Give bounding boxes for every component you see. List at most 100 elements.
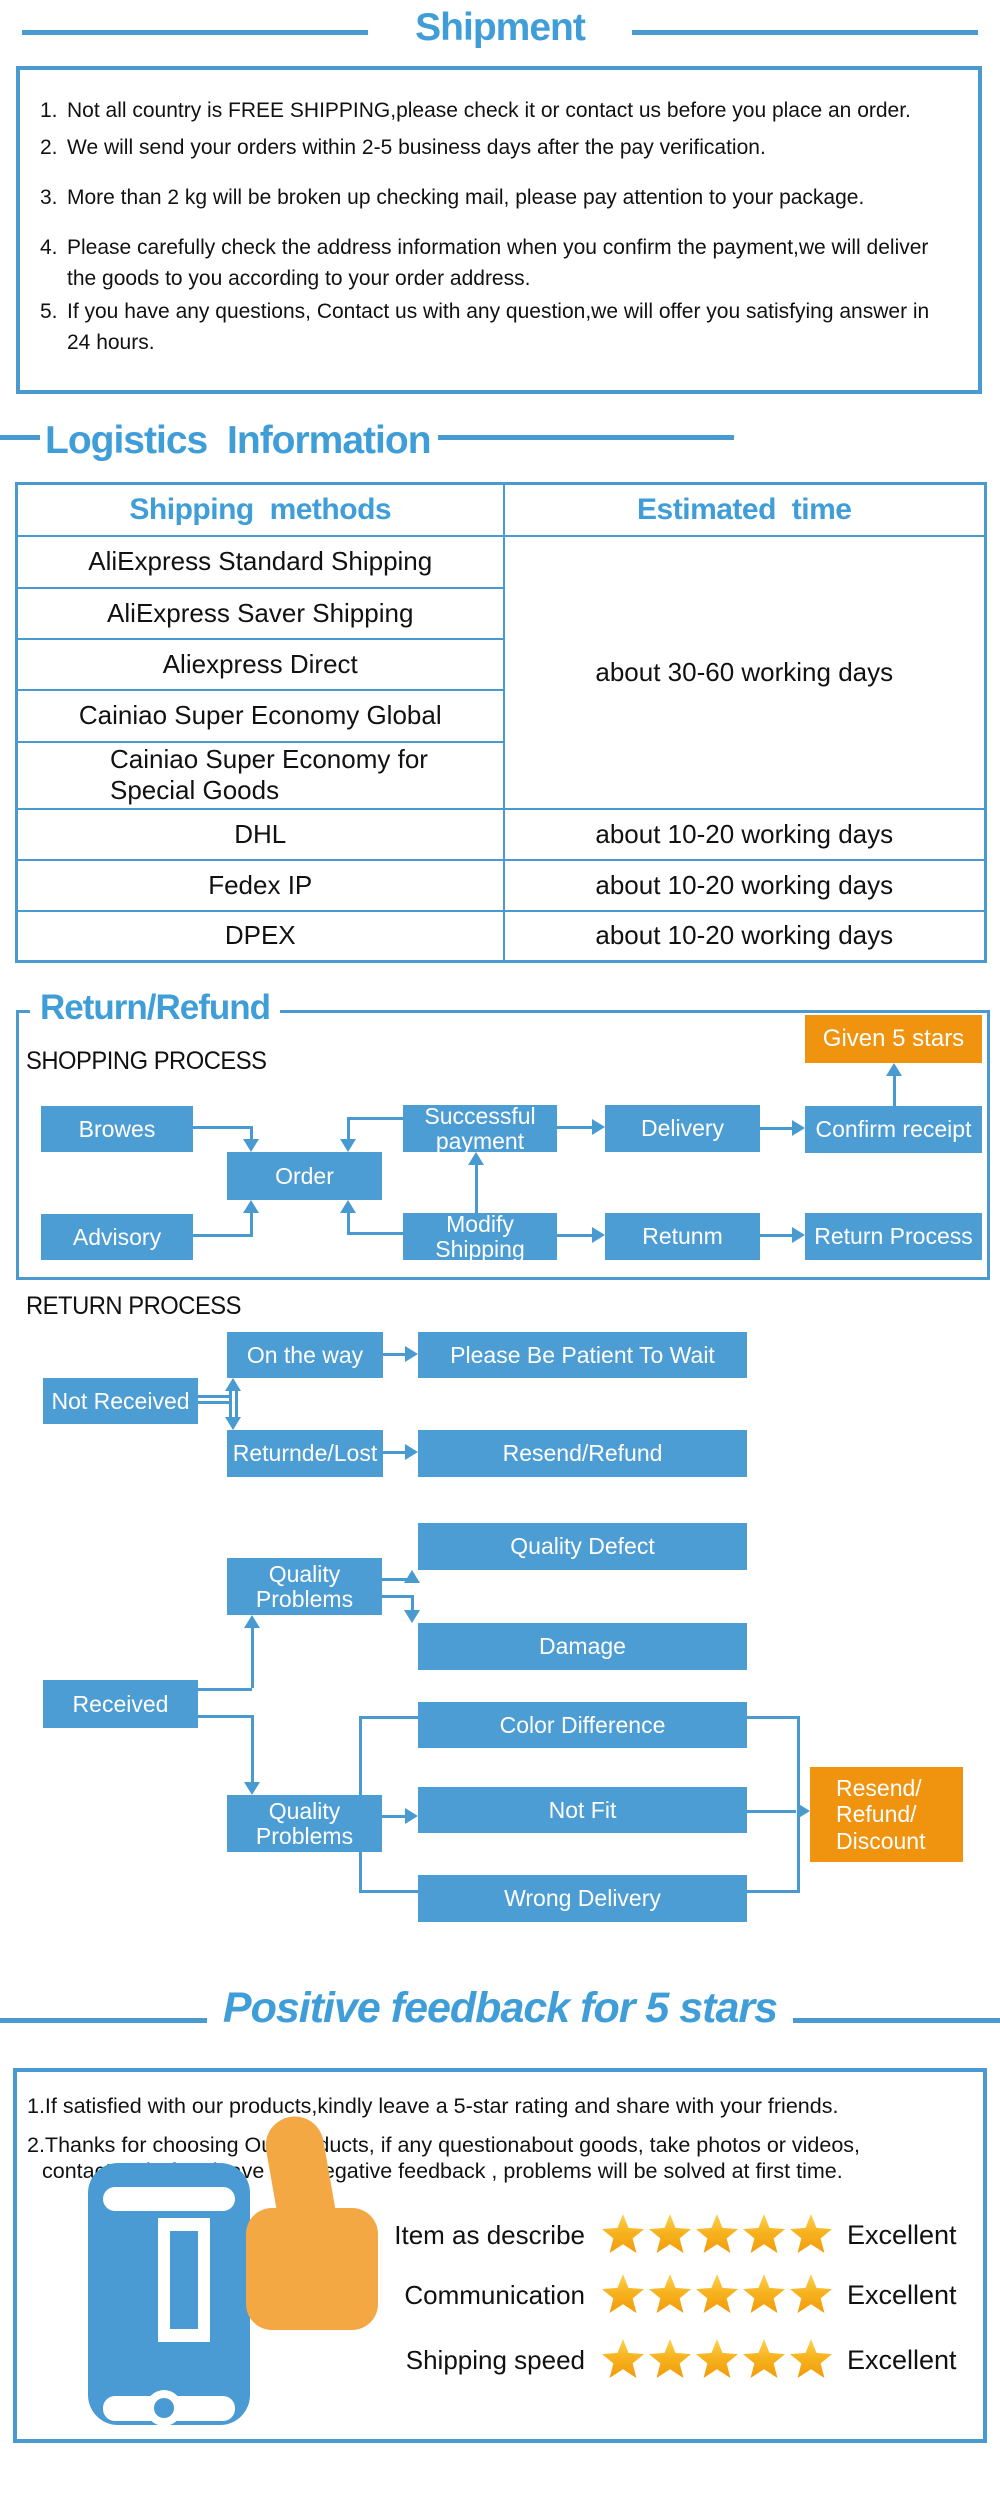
flow-node-damage: Damage — [418, 1623, 747, 1670]
estimated-time-cell: about 10-20 working days — [502, 858, 987, 912]
return-refund-title: Return/Refund — [30, 986, 281, 1030]
connector-line — [347, 1117, 350, 1140]
arrowhead-up — [886, 1063, 902, 1076]
arrowhead-right — [792, 1120, 805, 1136]
star-icon — [790, 2274, 832, 2314]
arrowhead-down — [243, 1139, 259, 1152]
shipment-item-number: 4. — [40, 236, 58, 259]
arrowhead-right — [797, 1803, 810, 1819]
star-icon — [696, 2274, 738, 2314]
shipment-item: 2. We will send your orders within 2-5 b… — [40, 132, 958, 163]
flow-node-please-wait: Please Be Patient To Wait — [418, 1332, 747, 1378]
rating-value: Excellent — [847, 2280, 957, 2310]
connector-line — [557, 1126, 593, 1129]
flow-node-quality-problems-bottom: Quality Problems — [227, 1795, 382, 1852]
star-icon — [602, 2214, 644, 2254]
arrowhead-right — [592, 1227, 605, 1243]
star-icon — [790, 2214, 832, 2254]
arrowhead-right — [405, 1808, 418, 1824]
arrowhead-up — [404, 1570, 420, 1583]
table-row: AliExpress Standard Shipping about 30-60… — [15, 534, 987, 810]
connector-line — [747, 1890, 797, 1893]
connector-line — [475, 1165, 478, 1213]
star-icon — [602, 2274, 644, 2314]
star-icon — [743, 2214, 785, 2254]
shipping-method-cell: DPEX — [15, 909, 505, 963]
rating-label: Item as describe — [394, 2220, 585, 2250]
star-rating-row — [602, 2337, 842, 2383]
table-row: AliExpress Saver Shipping — [15, 586, 986, 640]
rating-label: Communication — [404, 2280, 585, 2310]
star-icon — [743, 2274, 785, 2314]
shipment-item: 1. Not all country is FREE SHIPPING,plea… — [40, 95, 958, 126]
flow-node-modify-shipping: Modify Shipping — [403, 1212, 557, 1261]
feedback-title-line-right — [793, 2018, 1000, 2023]
phone-screen-inner — [170, 2231, 198, 2329]
shipment-title-line-left — [22, 30, 368, 35]
flow-node-advisory: Advisory — [41, 1214, 193, 1260]
shipment-item-number: 5. — [40, 300, 58, 323]
flow-node-not-fit: Not Fit — [418, 1787, 747, 1833]
feedback-title-line-left — [0, 2018, 207, 2023]
connector-line — [250, 1126, 253, 1140]
thumbs-up-fist — [246, 2208, 378, 2330]
logistics-table: Shipping methods Estimated time AliExpre… — [15, 482, 987, 963]
shipment-item: 4. Please carefully check the address in… — [40, 232, 958, 294]
table-row: Fedex IP about 10-20 working days — [15, 858, 987, 912]
flow-node-given-5-stars: Given 5 stars — [805, 1015, 982, 1063]
table-row: Cainiao Super Economy Global — [15, 688, 986, 743]
connector-line — [382, 1578, 414, 1581]
connector-line — [760, 1127, 793, 1130]
connector-line — [760, 1234, 793, 1237]
shipping-method-cell: AliExpress Saver Shipping — [15, 586, 505, 640]
shipping-method-cell: DHL — [15, 807, 505, 861]
connector-line — [362, 1716, 418, 1719]
feedback-title: Positive feedback for 5 stars — [222, 1984, 778, 2032]
arrowhead-right — [592, 1119, 605, 1135]
star-icon — [602, 2339, 644, 2379]
connector-line — [382, 1815, 408, 1818]
flow-node-on-the-way: On the way — [227, 1332, 383, 1378]
arrowhead-right — [792, 1227, 805, 1243]
column-header-shipping-methods: Shipping methods — [15, 482, 505, 537]
flow-node-resend-refund-discount: Resend/ Refund/ Discount — [810, 1767, 963, 1862]
shipment-item-text: If you have any questions, Contact us wi… — [67, 300, 930, 354]
estimated-time-cell: about 10-20 working days — [502, 909, 987, 963]
flow-node-successful-payment: Successful payment — [403, 1104, 557, 1153]
connector-line — [251, 1628, 254, 1688]
connector-line — [347, 1232, 403, 1235]
star-icon — [649, 2339, 691, 2379]
return-process-label: RETURN PROCESS — [26, 1292, 242, 1320]
shipping-method-cell: Cainiao Super Economy Global — [15, 688, 505, 743]
connector-line — [411, 1596, 414, 1610]
shipping-method-cell: Aliexpress Direct — [15, 637, 505, 691]
rating-value: Excellent — [847, 2345, 957, 2375]
phone-home-button-dot — [154, 2398, 174, 2418]
arrowhead-down — [404, 1610, 420, 1623]
arrowhead-right — [405, 1346, 418, 1362]
star-icon — [649, 2214, 691, 2254]
flow-node-wrong-delivery: Wrong Delivery — [418, 1875, 747, 1922]
connector-line — [362, 1890, 418, 1893]
flow-node-return-process: Return Process — [805, 1213, 982, 1260]
arrowhead-right — [405, 1444, 418, 1460]
column-header-estimated-time: Estimated time — [502, 482, 987, 537]
table-row: DHL about 10-20 working days — [15, 807, 987, 861]
arrowhead-down — [244, 1782, 260, 1795]
connector-line — [198, 1715, 252, 1718]
double-connector-line — [229, 1386, 238, 1422]
flow-node-returnde-lost: Returnde/Lost — [227, 1430, 383, 1477]
flow-node-delivery: Delivery — [605, 1105, 760, 1152]
phone-speaker-slot — [103, 2187, 235, 2211]
flow-node-color-difference: Color Difference — [418, 1702, 747, 1748]
shipment-item-text: We will send your orders within 2-5 busi… — [67, 136, 766, 159]
flow-node-order: Order — [227, 1152, 382, 1200]
arrowhead-down — [225, 1417, 241, 1430]
flow-node-quality-problems-top: Quality Problems — [227, 1558, 382, 1615]
star-icon — [790, 2339, 832, 2379]
arrowhead-up — [243, 1200, 259, 1213]
shipping-method-cell: AliExpress Standard Shipping — [15, 534, 505, 589]
star-rating-row — [602, 2272, 842, 2318]
shipment-item-text: Not all country is FREE SHIPPING,please … — [67, 99, 911, 122]
